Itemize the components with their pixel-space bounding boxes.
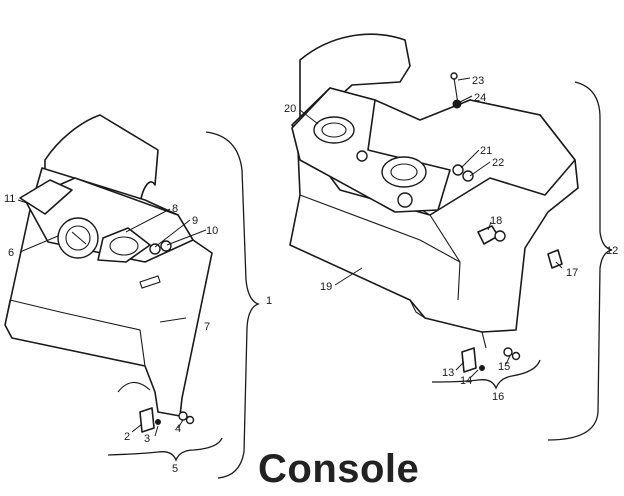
clip-15 — [503, 347, 513, 357]
diagram-caption: Console — [258, 447, 420, 491]
switch-22 — [462, 170, 474, 182]
callout-6: 6 — [8, 247, 14, 259]
callout-14: 14 — [460, 375, 472, 387]
callout-17: 17 — [566, 267, 578, 279]
callout-8: 8 — [172, 203, 178, 215]
bracket-2 — [139, 407, 155, 433]
switch-10 — [160, 240, 172, 252]
clip-17 — [547, 249, 563, 269]
callout-16: 16 — [492, 391, 504, 403]
brace-right — [547, 81, 613, 441]
clip-4 — [178, 411, 188, 421]
switch-9 — [149, 243, 161, 255]
callout-3: 3 — [144, 433, 150, 445]
instrument-panel-11 — [19, 179, 73, 215]
callout-15: 15 — [498, 361, 510, 373]
gauge-6 — [57, 217, 99, 259]
brace-small-16 — [431, 359, 541, 390]
callout-12: 12 — [606, 245, 618, 257]
callout-18: 18 — [490, 215, 502, 227]
nut-24 — [452, 99, 462, 109]
callout-2: 2 — [124, 431, 130, 443]
switch-21 — [452, 164, 464, 176]
callout-24: 24 — [474, 92, 486, 104]
brace-small-5 — [107, 437, 223, 462]
bracket-13 — [461, 347, 477, 373]
callout-19: 19 — [320, 281, 332, 293]
callout-9: 9 — [192, 215, 198, 227]
right-console-assembly — [289, 33, 579, 373]
callout-20: 20 — [284, 103, 296, 115]
gauge-right — [381, 156, 427, 188]
callout-7: 7 — [204, 321, 210, 333]
left-console-assembly — [4, 114, 213, 433]
gauge-left — [313, 116, 355, 144]
gauge-bezel-8 — [97, 227, 151, 263]
leader-lines — [17, 77, 563, 437]
callout-labels: 1 2 3 4 5 6 7 8 9 10 11 12 13 14 15 16 1… — [4, 75, 618, 475]
callout-21: 21 — [480, 145, 492, 157]
brace-left — [205, 131, 260, 479]
callout-4: 4 — [175, 423, 181, 435]
callout-11: 11 — [4, 193, 15, 205]
callout-10: 10 — [206, 225, 218, 237]
callout-1: 1 — [266, 295, 272, 307]
callout-13: 13 — [442, 367, 454, 379]
left-console-cutout — [117, 381, 151, 393]
callout-23: 23 — [472, 75, 484, 87]
callout-22: 22 — [492, 157, 504, 169]
callout-5: 5 — [172, 463, 178, 475]
